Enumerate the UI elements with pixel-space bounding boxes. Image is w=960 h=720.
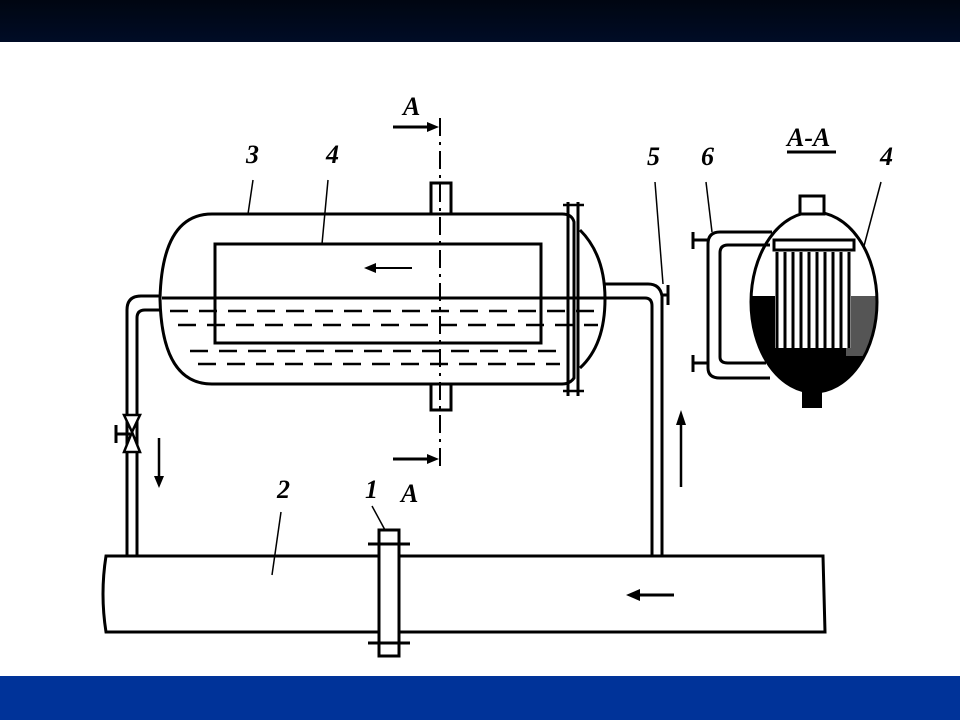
cut-marker-a-bottom: A bbox=[399, 479, 418, 508]
section-label-aa: A-A bbox=[785, 123, 830, 152]
valve-icon bbox=[114, 413, 142, 454]
callout-4-section: 4 bbox=[879, 142, 893, 171]
cut-marker-a-top: A bbox=[401, 92, 420, 121]
tube-bundle bbox=[213, 242, 543, 345]
outlet-pipe-5 bbox=[605, 282, 670, 556]
callout-3: 3 bbox=[245, 140, 259, 169]
left-drain-pipe bbox=[125, 294, 163, 556]
arrow-up-icon bbox=[676, 410, 686, 487]
footer-bar bbox=[0, 676, 960, 720]
section-aa-view bbox=[691, 150, 879, 408]
arrow-left-main-icon bbox=[626, 589, 674, 601]
arrow-down-icon bbox=[154, 438, 164, 488]
vessel-shell bbox=[158, 181, 607, 412]
callout-6: 6 bbox=[701, 142, 714, 171]
section-line-a bbox=[393, 118, 441, 470]
flange-1 bbox=[368, 528, 410, 658]
arrow-left-icon bbox=[364, 263, 412, 273]
callout-5: 5 bbox=[647, 142, 660, 171]
header-bar bbox=[0, 0, 960, 42]
main-pipeline bbox=[101, 554, 827, 634]
callout-1: 1 bbox=[365, 475, 378, 504]
callout-2: 2 bbox=[276, 475, 290, 504]
leader-lines bbox=[247, 179, 882, 576]
callout-4: 4 bbox=[325, 140, 339, 169]
